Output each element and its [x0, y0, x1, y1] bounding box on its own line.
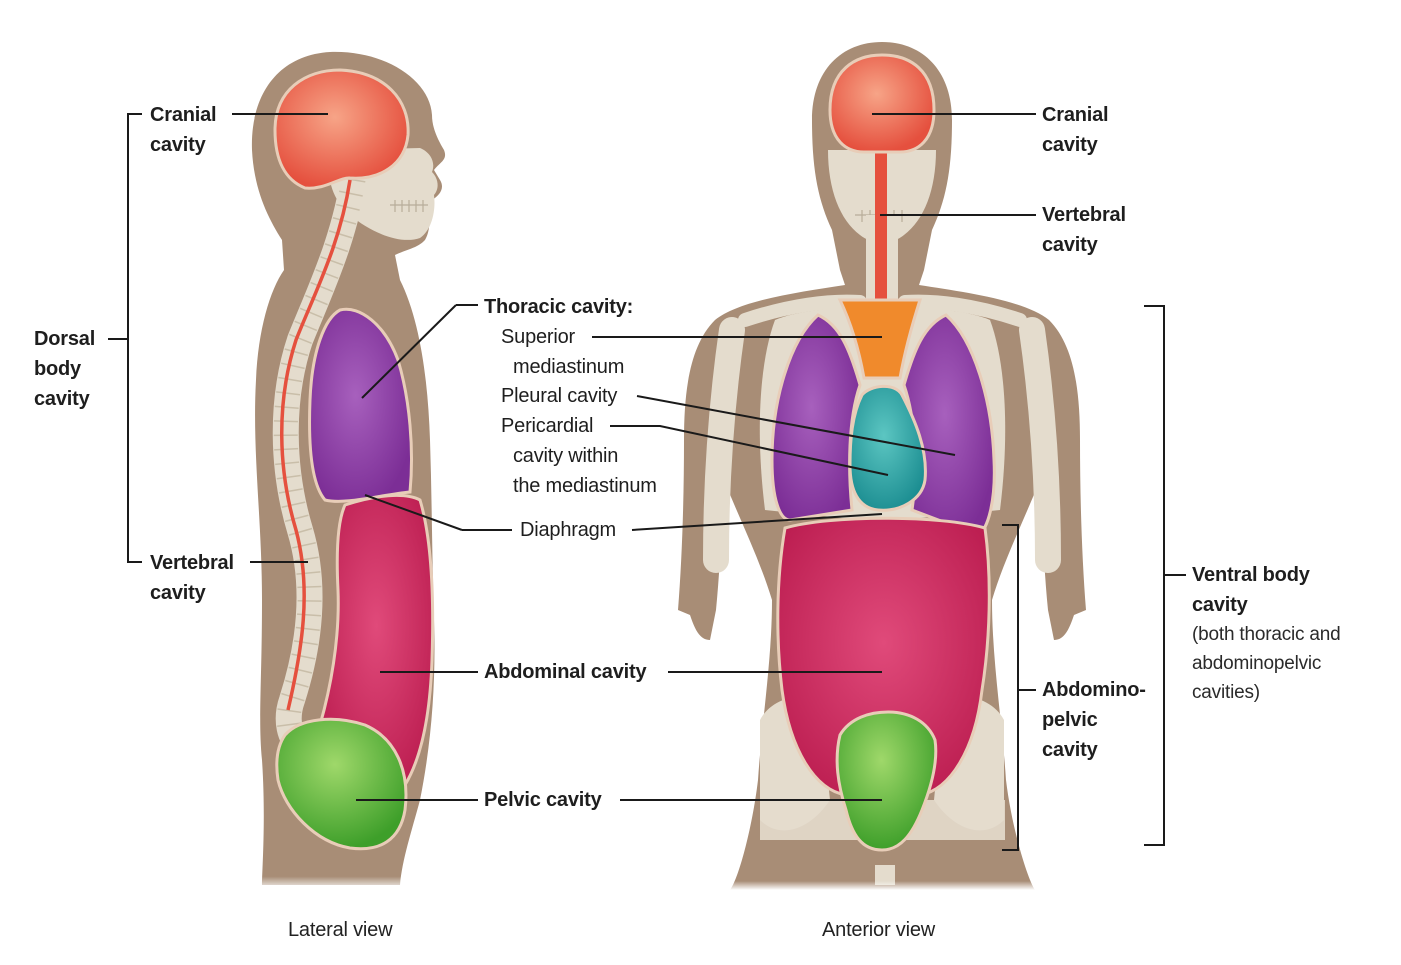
vertebra-tick	[332, 217, 357, 225]
vertebra-tick	[281, 501, 306, 508]
vertebra-tick	[276, 474, 301, 480]
vertebra-tick	[296, 613, 322, 617]
leader-diaphragm-leftdiag	[364, 494, 463, 531]
thoracic-cavity-label: Thoracic cavity:	[484, 296, 634, 318]
leader-thoracic-diag	[361, 304, 457, 399]
lateral-cranial-cavity	[273, 68, 410, 190]
bracket-abdominopelvic	[1002, 524, 1019, 851]
vertebra-tick	[336, 203, 360, 211]
vertebra-tick	[285, 679, 309, 688]
vertebra-tick	[275, 461, 300, 466]
anterior-right-humerus	[1019, 317, 1061, 573]
vertebra-tick	[291, 653, 316, 660]
vertebra-tick	[274, 447, 299, 451]
vertebra-tick	[296, 571, 321, 575]
vertebra-tick	[294, 320, 318, 332]
anterior-vertebral-cavity	[875, 140, 887, 305]
vertebra-tick	[339, 190, 363, 197]
anterior-pleural-cavity-left	[770, 313, 862, 522]
bracket-ventral	[1144, 305, 1165, 846]
anterior-pericardial-cavity	[848, 384, 927, 512]
vertebra-tick	[278, 488, 303, 494]
vertebra-tick	[273, 420, 298, 423]
vertebra-tick	[284, 514, 309, 523]
vertebra-tick	[297, 585, 322, 589]
anterior-abdominal-cavity	[776, 516, 991, 797]
vertebra-tick	[320, 256, 344, 266]
vertebra-tick	[276, 391, 301, 396]
pleural-cavity-label: Pleural cavity	[501, 385, 618, 407]
leader-lines	[108, 113, 1186, 851]
vertebra-tick	[277, 722, 302, 727]
lateral-vertebral-canal	[280, 179, 352, 711]
lateral-teeth	[390, 200, 428, 212]
lateral-vertebrae	[273, 177, 366, 727]
lateral-view-caption: Lateral view	[288, 919, 393, 941]
pericardial-cavity-label: Pericardial cavity within the mediastinu…	[501, 415, 657, 497]
lateral-figure	[240, 51, 446, 890]
anterior-cranial-cavity	[828, 53, 936, 154]
pelvic-cavity-label: Pelvic cavity	[484, 789, 602, 811]
abdominal-cavity-label: Abdominal cavity	[484, 661, 647, 683]
vertebra-tick	[274, 405, 299, 409]
vertebra-tick	[278, 376, 303, 383]
vertebra-tick	[324, 243, 349, 253]
vertebra-tick	[293, 640, 318, 646]
diaphragm-label: Diaphragm	[520, 519, 617, 541]
vertebra-tick	[328, 230, 353, 239]
vertebra-tick	[294, 556, 319, 562]
anterior-pelvic-cavity	[835, 710, 938, 852]
leader-pericardial	[610, 425, 889, 476]
vertebra-tick	[280, 362, 305, 370]
vertebra-tick	[281, 692, 305, 702]
vertebra-tick	[288, 666, 313, 674]
vertebra-tick	[295, 626, 320, 631]
leader-pleural	[636, 395, 956, 456]
vertebra-tick	[299, 307, 323, 319]
vertebra-tick	[292, 542, 316, 549]
anterior-figure	[678, 42, 1086, 890]
vertebra-tick	[305, 294, 328, 306]
vertebra-tick	[289, 333, 312, 345]
vertebra-tick	[288, 527, 313, 536]
leader-diaphragm-right	[631, 513, 883, 531]
anterior-superior-mediastinum	[837, 298, 923, 380]
bracket-dorsal	[127, 113, 142, 563]
vertebra-tick	[284, 348, 309, 357]
anterior-view-caption: Anterior view	[822, 919, 935, 941]
anterior-left-humerus	[703, 317, 745, 573]
superior-mediastinum-label: Superior mediastinum	[501, 326, 625, 378]
vertebra-tick	[277, 708, 302, 714]
vertebra-tick	[310, 281, 334, 293]
vertebra-tick	[315, 269, 339, 280]
